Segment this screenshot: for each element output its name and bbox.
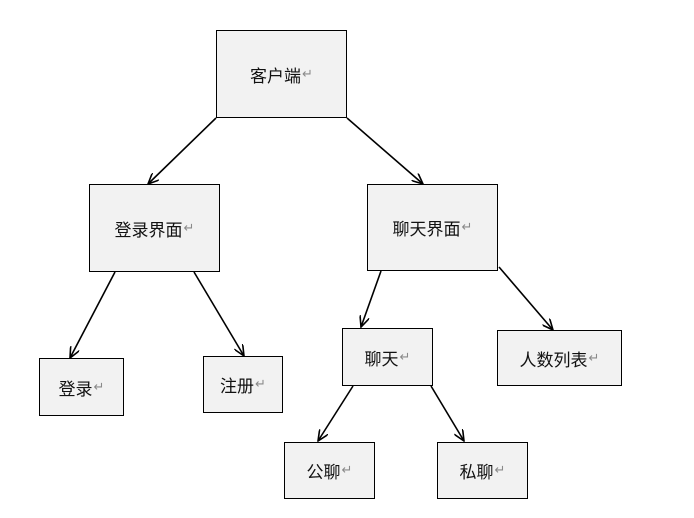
node-user-count-list-label: 人数列表 (519, 350, 588, 371)
node-public-chat: 公聊↵ (284, 442, 375, 499)
node-client: 客户端↵ (216, 30, 347, 118)
node-public-chat-label: 公聊 (306, 463, 341, 483)
edge-chat-to-private-chat (430, 385, 464, 441)
paragraph-mark-icon: ↵ (93, 379, 105, 395)
paragraph-mark-icon: ↵ (494, 463, 506, 478)
edge-client-to-login-ui (148, 117, 217, 184)
paragraph-mark-icon: ↵ (183, 220, 195, 236)
node-login-ui: 登录界面↵ (89, 184, 220, 272)
node-private-chat-label: 私聊 (459, 463, 494, 483)
node-login-label: 登录 (58, 379, 93, 400)
paragraph-mark-icon: ↵ (399, 349, 411, 365)
edge-chat-ui-to-chat (361, 270, 382, 327)
node-chat-ui: 聊天界面↵ (367, 184, 498, 271)
paragraph-mark-icon: ↵ (461, 220, 473, 235)
node-register: 注册↵ (203, 356, 283, 413)
edge-login-ui-to-login (70, 271, 116, 358)
node-login-ui-label: 登录界面 (114, 220, 183, 241)
node-private-chat: 私聊↵ (437, 442, 528, 499)
node-register-label: 注册 (220, 377, 255, 397)
edge-login-ui-to-register (193, 271, 244, 356)
edge-chat-to-public-chat (318, 385, 354, 441)
node-client-label: 客户端 (250, 66, 302, 87)
paragraph-mark-icon: ↵ (341, 463, 353, 478)
paragraph-mark-icon: ↵ (255, 377, 266, 392)
node-login: 登录↵ (39, 358, 124, 416)
node-user-count-list: 人数列表↵ (497, 330, 622, 386)
node-chat-ui-label: 聊天界面 (392, 220, 461, 240)
paragraph-mark-icon: ↵ (302, 66, 313, 82)
paragraph-mark-icon: ↵ (588, 350, 600, 366)
node-chat-label: 聊天 (364, 349, 399, 370)
node-chat: 聊天↵ (342, 328, 433, 386)
edge-client-to-chat-ui (346, 117, 423, 184)
edge-chat-ui-to-user-count-list (498, 266, 553, 330)
